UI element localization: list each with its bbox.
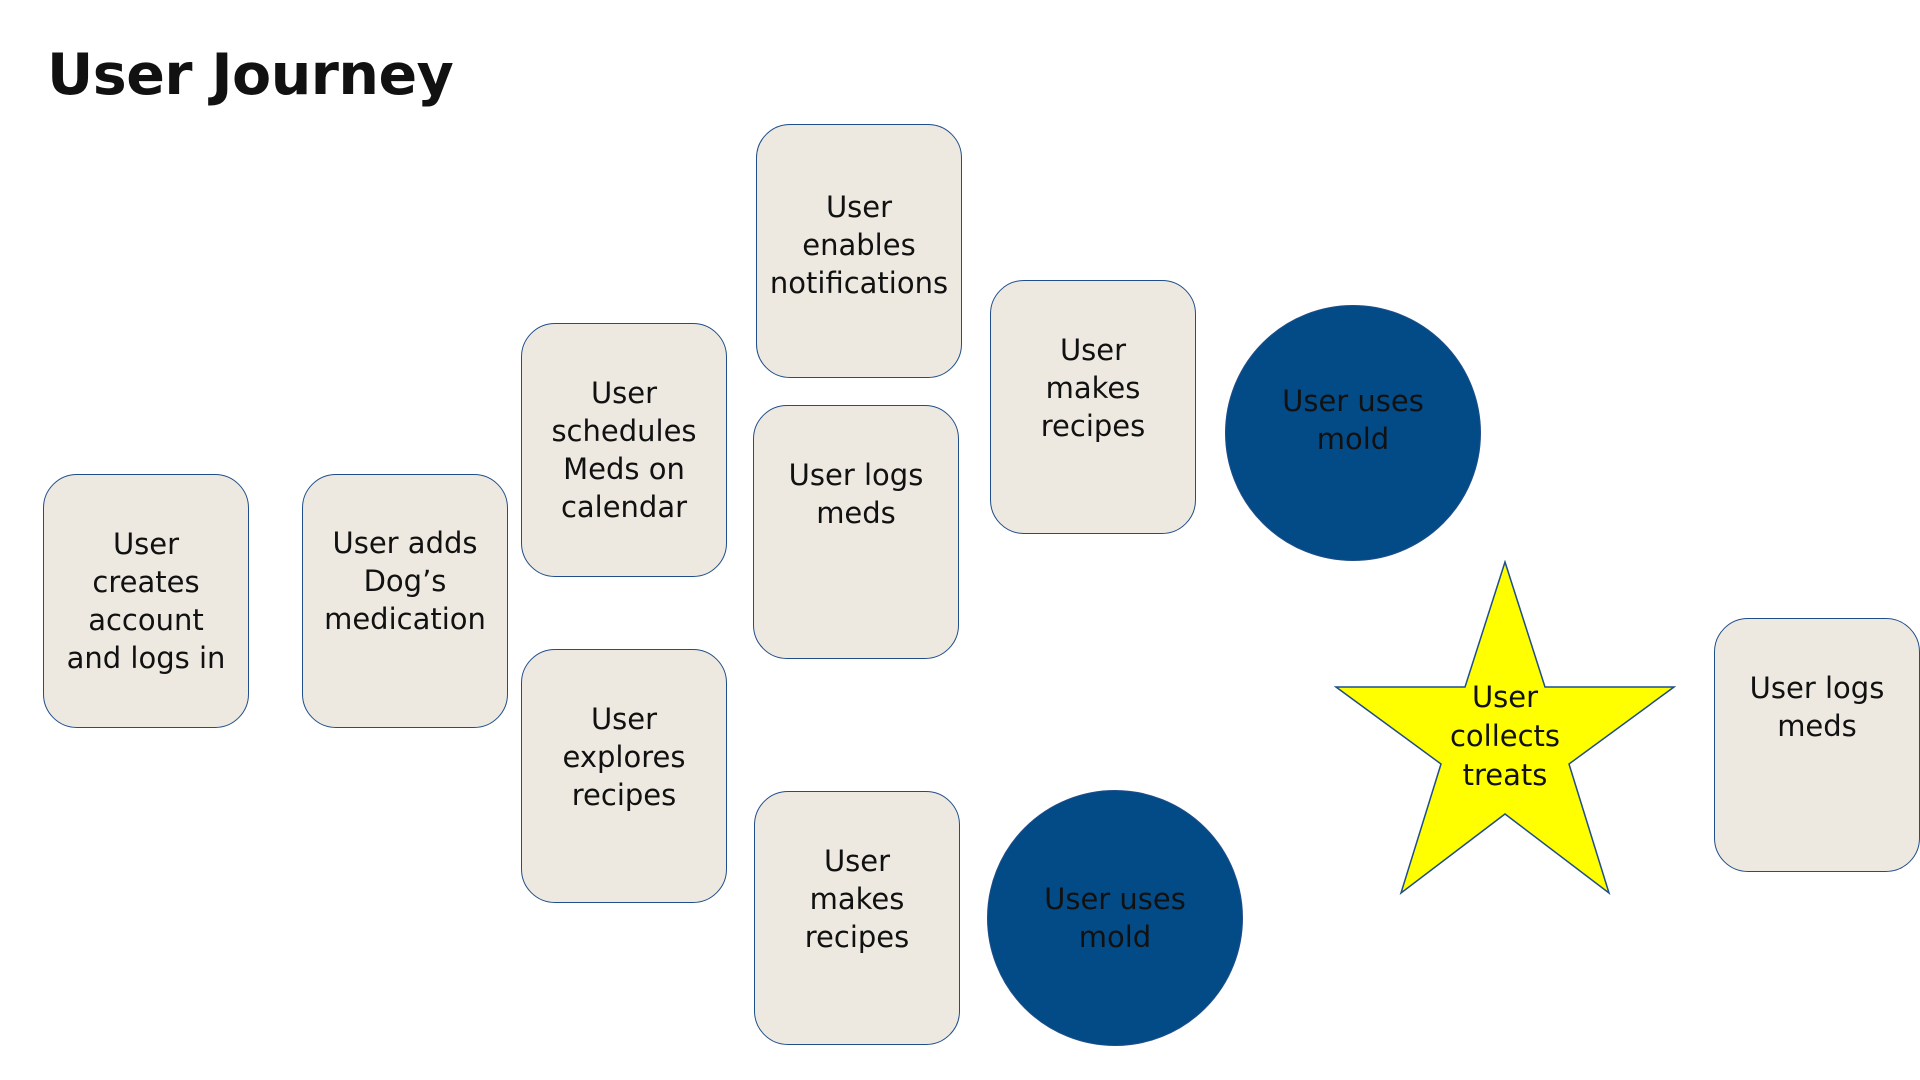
step-collects-treats: User collects treats	[1334, 560, 1676, 896]
step-label-line: Meds on	[563, 452, 685, 486]
step-label-line: User logs	[788, 458, 924, 492]
step-logs-meds-2: User logs meds	[1714, 618, 1920, 872]
step-uses-mold-2: User uses mold	[987, 790, 1243, 1046]
step-label-line: mold	[1316, 422, 1390, 456]
step-label-line: User	[590, 376, 658, 410]
step-label-line: Dog’s	[363, 564, 447, 598]
step-enable-notifications: User enables notifications	[756, 124, 962, 378]
step-label-line: and logs in	[66, 641, 226, 675]
step-label: User uses mold	[1044, 880, 1186, 956]
step-label-line: makes	[809, 882, 905, 916]
step-schedule-meds: User schedules Meds on calendar	[521, 323, 727, 577]
step-label-line: User	[112, 527, 180, 561]
step-label-line: mold	[1078, 920, 1152, 954]
step-label-line: User	[590, 702, 658, 736]
step-label-line: User	[1471, 680, 1539, 714]
step-label-line: recipes	[804, 920, 910, 954]
step-label: User uses mold	[1282, 382, 1424, 458]
step-label-line: treats	[1462, 758, 1548, 792]
step-label-line: User	[825, 190, 893, 224]
step-label-line: makes	[1045, 371, 1141, 405]
step-label-line: meds	[816, 496, 896, 530]
step-label-line: User	[1059, 333, 1127, 367]
step-add-medication: User adds Dog’s medication	[302, 474, 508, 728]
page-title: User Journey	[47, 42, 454, 108]
step-explore-recipes: User explores recipes	[521, 649, 727, 903]
step-label-line: explores	[562, 740, 686, 774]
step-makes-recipes-2: User makes recipes	[754, 791, 960, 1045]
step-label-line: collects	[1449, 719, 1561, 753]
step-label-line: medication	[324, 602, 486, 636]
step-uses-mold-1: User uses mold	[1225, 305, 1481, 561]
step-makes-recipes-1: User makes recipes	[990, 280, 1196, 534]
step-label-line: account	[88, 603, 204, 637]
step-create-account: User creates account and logs in	[43, 474, 249, 728]
step-label-line: calendar	[560, 490, 688, 524]
step-logs-meds-1: User logs meds	[753, 405, 959, 659]
step-label-line: notifications	[769, 266, 949, 300]
step-label-line: enables	[802, 228, 916, 262]
step-label-line: User adds	[332, 526, 478, 560]
step-label-line: recipes	[1040, 409, 1146, 443]
step-label-line: schedules	[551, 414, 697, 448]
step-label-line: User uses	[1044, 882, 1186, 916]
step-label: User collects treats	[1405, 678, 1605, 795]
step-label-line: recipes	[571, 778, 677, 812]
step-label-line: User	[823, 844, 891, 878]
step-label-line: meds	[1777, 709, 1857, 743]
step-label-line: creates	[92, 565, 200, 599]
step-label-line: User logs	[1749, 671, 1885, 705]
step-label-line: User uses	[1282, 384, 1424, 418]
star-icon	[1334, 560, 1676, 896]
